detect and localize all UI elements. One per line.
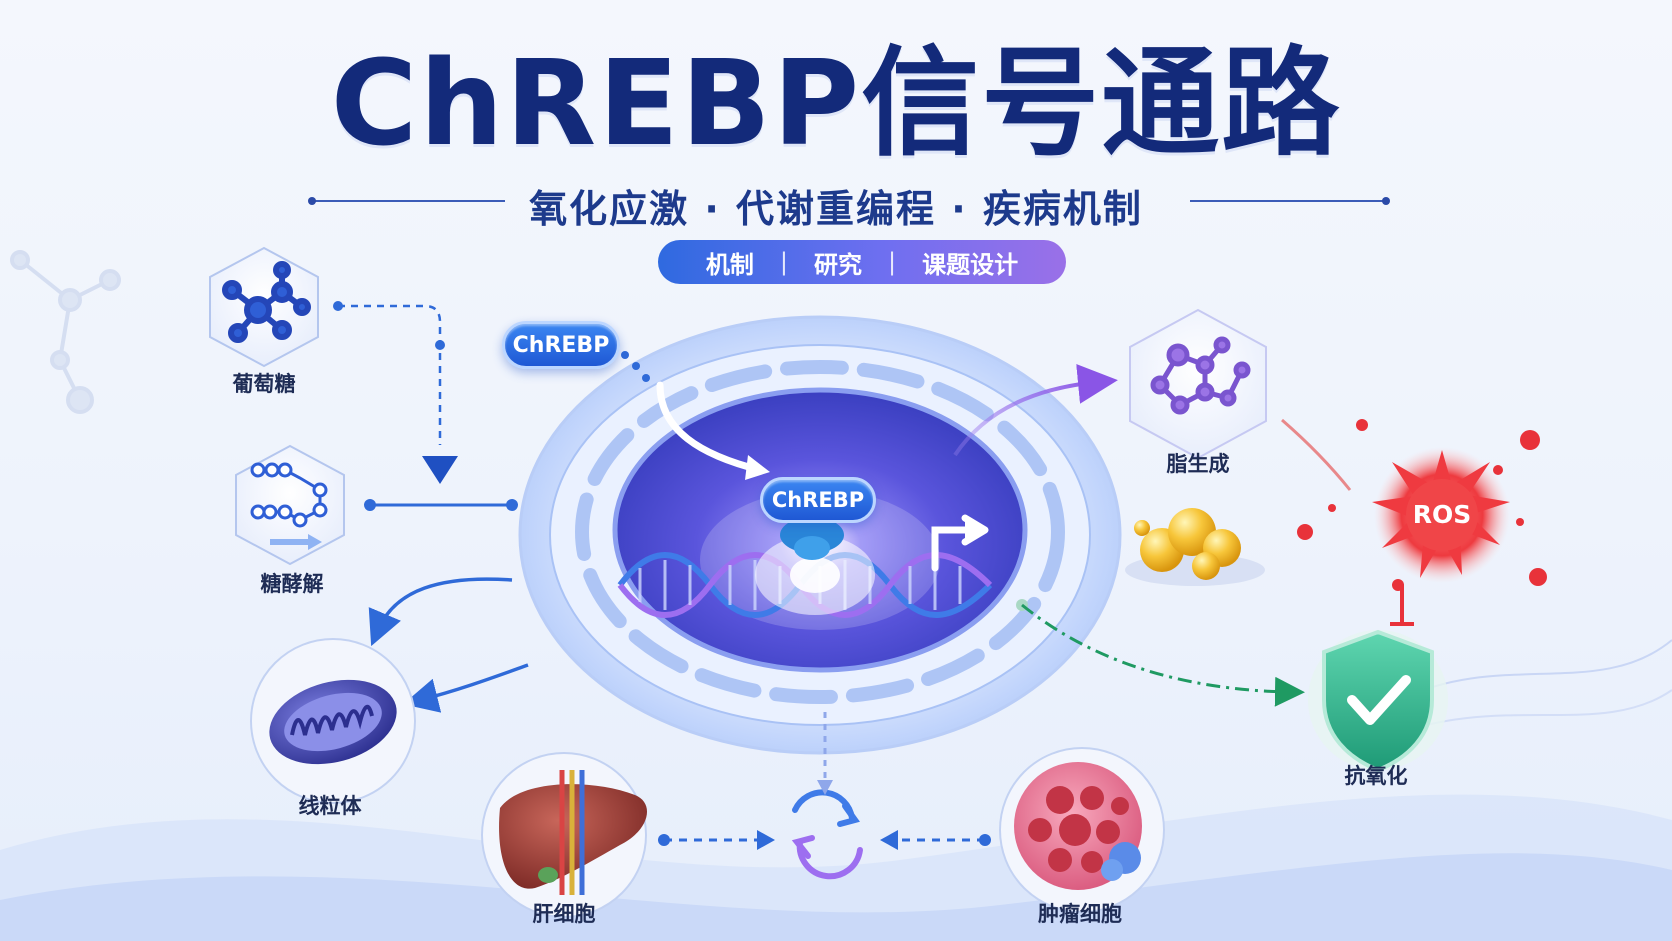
glucose-molecule-icon: [222, 261, 311, 343]
binding-glow: [755, 535, 875, 615]
label-ros: ROS: [1412, 500, 1472, 529]
tag-separator: |: [888, 248, 897, 276]
chrebp-nucleus-chip: ChREBP: [760, 477, 876, 523]
mitochondria-node: [250, 638, 416, 804]
lipogenesis-node: [1129, 308, 1267, 460]
subtitle-rules: [308, 197, 1390, 205]
tag-pill: 机制 | 研究 | 课题设计: [658, 240, 1066, 284]
background-waves: [0, 639, 1672, 941]
glucose-to-glycolysis-arrow: [333, 301, 458, 484]
mitochondria-icon: [269, 679, 397, 765]
lipid-droplets-icon: [1125, 508, 1265, 586]
ros-burst-icon: [1281, 418, 1547, 591]
hepatocyte-to-cycle-arrow: [658, 830, 775, 850]
page-subtitle: 氧化应激 · 代谢重编程 · 疾病机制: [529, 187, 1143, 231]
liver-icon: [499, 770, 647, 895]
cell-to-mitochondria-arrows: [368, 576, 529, 713]
label-glycolysis: 糖酵解: [260, 572, 324, 596]
tag-mechanism[interactable]: 机制: [705, 250, 754, 279]
glucose-node: [209, 246, 319, 368]
ros-inhibition-line: [1390, 585, 1414, 626]
tumor-cell-node: [999, 747, 1165, 913]
label-hepatocyte: 肝细胞: [532, 902, 596, 926]
page-title: ChREBP信号通路: [330, 34, 1342, 172]
cell-to-lipogenesis-arrow: [953, 363, 1118, 457]
tag-research[interactable]: 研究: [814, 250, 862, 279]
cell-to-antioxidant-arrow: [1016, 599, 1305, 707]
antioxidant-node: [1308, 629, 1448, 773]
fatty-acid-molecule-icon: [1150, 336, 1251, 415]
chrebp-protein-icon: [780, 517, 844, 560]
hepatocyte-node: [481, 752, 647, 918]
import-arrow: [656, 381, 764, 474]
import-arrow-head: [745, 455, 770, 480]
tag-separator: |: [779, 248, 788, 276]
tumor-cell-icon: [1014, 762, 1142, 890]
cell-to-cycle-arrow: [817, 712, 833, 795]
glycolysis-chain-icon: [250, 462, 328, 550]
tumor-to-cycle-arrow: [880, 830, 991, 850]
glycolysis-to-cell-arrow: [364, 499, 518, 511]
shield-check-icon: [1322, 629, 1434, 773]
tag-project-design[interactable]: 课题设计: [922, 250, 1019, 279]
label-antioxidant: 抗氧化: [1344, 764, 1408, 788]
label-mitochondria: 线粒体: [298, 794, 362, 818]
transcription-arrow-icon: [931, 514, 989, 572]
cycle-arrows-icon: [791, 789, 863, 880]
label-glucose: 葡萄糖: [232, 372, 296, 396]
label-tumor-cell: 肿瘤细胞: [1038, 902, 1122, 926]
background-molecule: [10, 250, 121, 414]
label-lipogenesis: 脂生成: [1166, 452, 1230, 476]
chrebp-outer-chip: ChREBP: [502, 321, 620, 369]
import-dots: [621, 351, 650, 382]
glycolysis-node: [235, 444, 345, 566]
